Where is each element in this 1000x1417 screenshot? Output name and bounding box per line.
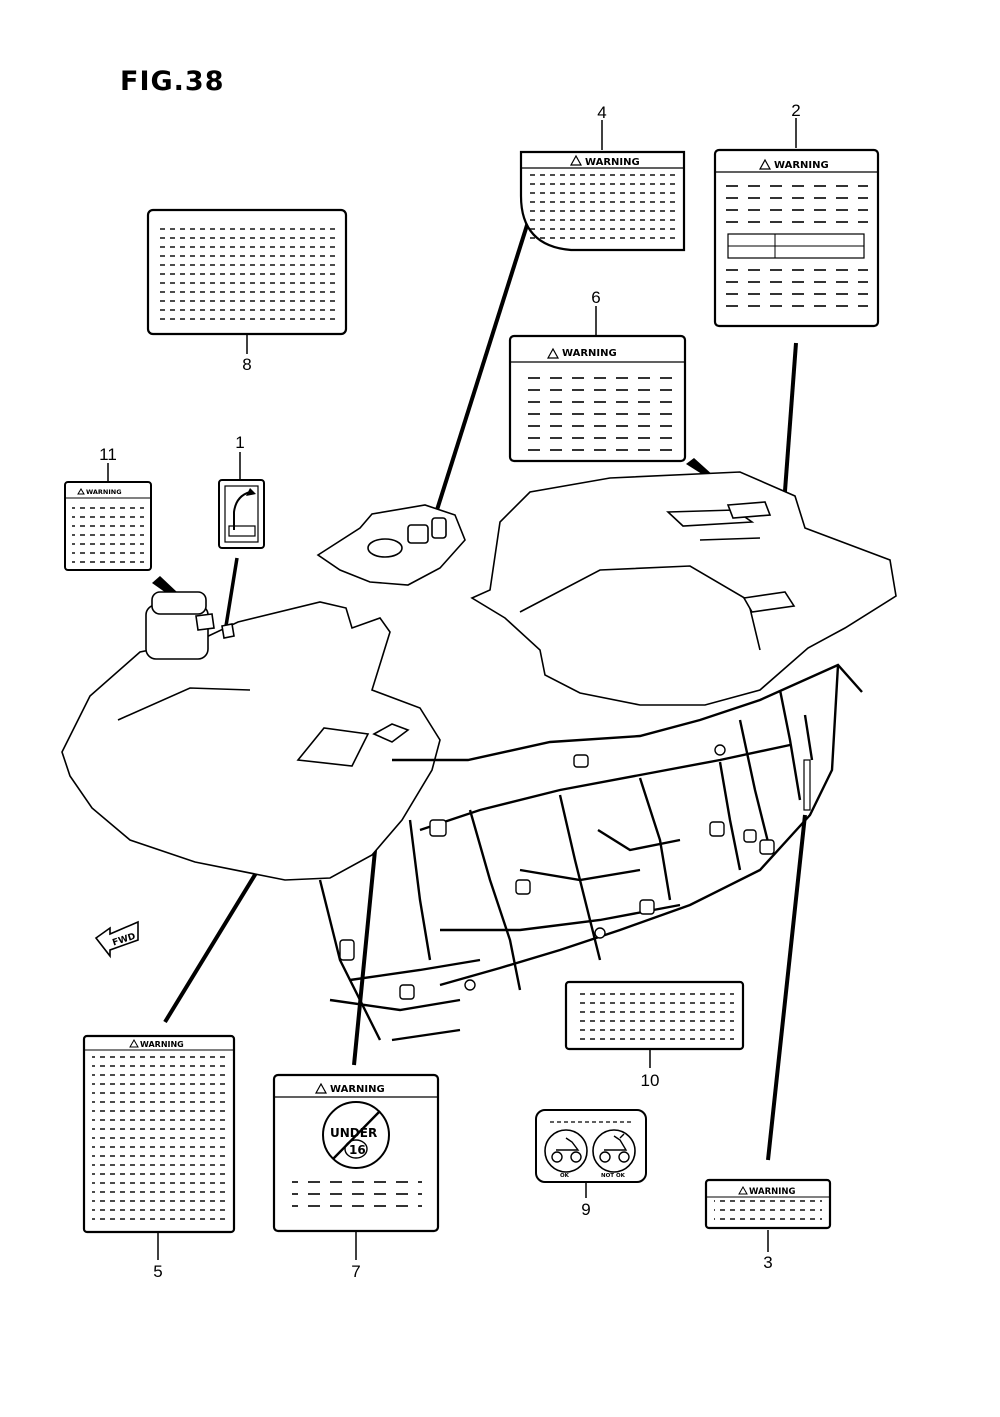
label-8 (146, 208, 348, 336)
fwd-text: FWD (111, 932, 136, 949)
callout-10: 10 (640, 1071, 660, 1090)
label-7: WARNING UNDER 16 (272, 1073, 440, 1233)
figure-title: FIG.38 (120, 66, 225, 97)
warning-triangle-icon (314, 1082, 328, 1094)
not-ok-text: NOT OK (601, 1173, 626, 1179)
callout-9: 9 (581, 1200, 591, 1219)
front-fender (61, 591, 441, 881)
fuel-tank-cover (316, 504, 466, 586)
label-11-warning: WARNING (86, 488, 122, 496)
label-7-warning: WARNING (330, 1084, 385, 1095)
ok-text: OK (560, 1173, 570, 1179)
frame-brackets (339, 744, 811, 1000)
label-4-warning: WARNING (585, 157, 640, 168)
warning-triangle-icon (546, 347, 560, 359)
label-11: WARNING (64, 481, 152, 571)
label-1 (218, 479, 265, 549)
atv-ok-icon (544, 1129, 588, 1173)
rear-fender (470, 471, 897, 706)
warning-triangle-icon (738, 1185, 748, 1195)
warning-triangle-icon (129, 1038, 139, 1048)
callout-3: 3 (763, 1253, 773, 1272)
atv-not-ok-icon (592, 1129, 636, 1173)
warning-triangle-icon (77, 488, 85, 495)
label-5-warning: WARNING (140, 1040, 184, 1049)
atv-frame (318, 663, 863, 1042)
under-text: UNDER (330, 1126, 377, 1140)
label-6: WARNING (508, 334, 687, 463)
label-3: WARNING (704, 1178, 832, 1230)
label-6-warning: WARNING (562, 348, 617, 359)
warning-triangle-icon (758, 158, 772, 170)
callout-6: 6 (591, 288, 601, 307)
label-5: WARNING (82, 1034, 236, 1234)
callout-4: 4 (597, 103, 607, 122)
label-3-warning: WARNING (749, 1187, 796, 1197)
fwd-arrow-icon: FWD (94, 920, 139, 959)
callout-7: 7 (351, 1262, 361, 1281)
label-10 (564, 980, 745, 1051)
callout-1: 1 (235, 433, 245, 452)
no-under-16-icon (322, 1101, 390, 1169)
callout-11: 11 (99, 445, 117, 464)
label-4: WARNING (519, 150, 686, 252)
label-9: OK NOT OK (535, 1109, 647, 1183)
age-text: 16 (349, 1143, 366, 1157)
label-2: WARNING (713, 148, 880, 328)
label-2-warning: WARNING (774, 160, 829, 171)
callout-5: 5 (153, 1262, 163, 1281)
callout-2: 2 (791, 101, 801, 120)
callout-8: 8 (242, 355, 252, 374)
warning-triangle-icon (569, 154, 583, 166)
choke-lever-icon (233, 491, 251, 530)
